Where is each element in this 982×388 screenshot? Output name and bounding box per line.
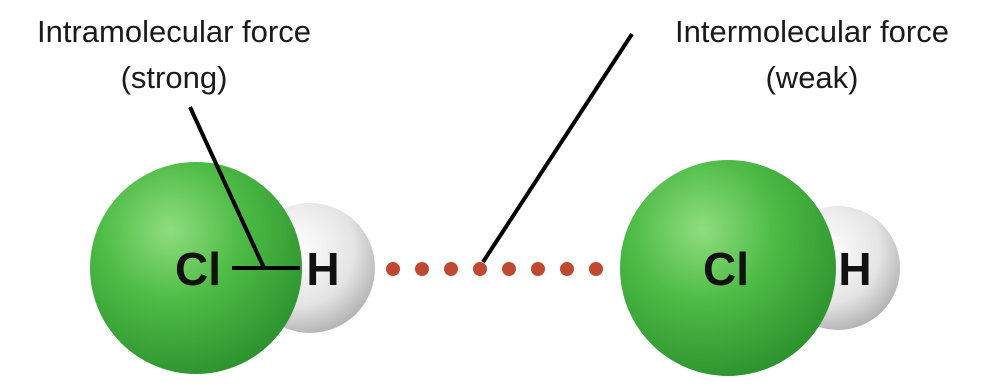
hydrogen-symbol-right: H [838,243,871,295]
intramolecular-label-line1: Intramolecular force [37,14,311,49]
dipole-dot [589,262,603,276]
hcl-molecule-left: Cl H [90,162,375,374]
chlorine-atom-right [620,160,836,376]
intramolecular-pointer-line [188,106,266,269]
hcl-molecule-right: Cl H [620,160,900,376]
chlorine-atom-left [90,162,302,374]
dipole-dot [386,262,400,276]
chlorine-symbol-left: Cl [175,243,221,295]
dipole-dot [502,262,516,276]
intermolecular-label-line1: Intermolecular force [675,14,949,49]
dipole-dot [415,262,429,276]
chlorine-symbol-right: Cl [703,243,749,295]
dipole-dot [560,262,574,276]
dipole-dot [473,262,487,276]
dipole-dot [444,262,458,276]
intermolecular-pointer-line [481,32,634,264]
intermolecular-label-line2: (weak) [765,60,858,95]
intramolecular-label-line2: (strong) [121,60,228,95]
dipole-dot [531,262,545,276]
intermolecular-dots [386,262,603,276]
hydrogen-symbol-left: H [306,243,339,295]
